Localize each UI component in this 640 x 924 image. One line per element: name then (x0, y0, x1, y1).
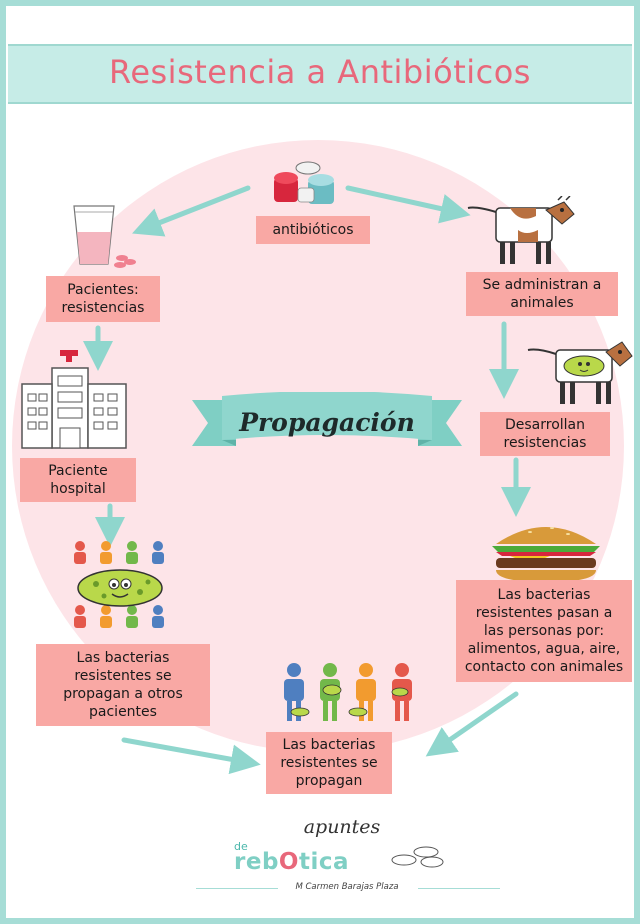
hamburger-icon (492, 527, 600, 582)
logo-tica: tica (298, 849, 350, 875)
node-pacientes-resistencias-label: Pacientes: resistencias (61, 282, 145, 316)
node-pacientes-resistencias: Pacientes: resistencias (46, 276, 160, 322)
logo-o: O (278, 849, 299, 875)
node-antibioticos-label: antibióticos (272, 222, 354, 238)
page-title: Resistencia a Antibióticos (109, 53, 531, 91)
logo-pills-icon (391, 846, 444, 868)
node-bacterias-propagan-pacientes: Las bacterias resistentes se propagan a … (36, 644, 210, 726)
logo-reb: reb (234, 849, 279, 875)
title-banner (8, 44, 632, 104)
node-paciente-hospital: Paciente hospital (20, 458, 136, 502)
logo-wordmark: rebOtica (234, 849, 349, 875)
people-icon (284, 663, 412, 721)
logo-apuntes: apuntes (303, 816, 381, 838)
node-bacterias-propagan-label: Las bacterias resistentes se propagan (280, 737, 378, 789)
node-bacterias-propagan: Las bacterias resistentes se propagan (266, 732, 392, 794)
arrow-antibioticos-to-animales (345, 185, 471, 224)
sick-cow-icon (527, 341, 633, 404)
node-bacterias-propagan-pacientes-label: Las bacterias resistentes se propagan a … (63, 650, 183, 720)
arrow-personas-to-final (425, 691, 519, 757)
node-bacterias-personas-label: Las bacterias resistentes pasan a las pe… (464, 587, 624, 675)
footer-rule-right (418, 888, 500, 889)
glass-icon (73, 205, 136, 268)
node-paciente-hospital-label: Paciente hospital (48, 463, 108, 497)
pills-icon (274, 161, 334, 204)
node-desarrollan-resistencias: Desarrollan resistencias (480, 412, 610, 456)
flow-arrows (83, 185, 531, 775)
author: M Carmen Barajas Plaza (295, 882, 399, 892)
arrow-antibioticos-to-pacientes (132, 185, 251, 237)
hospital-icon (21, 350, 127, 449)
center-label: Propagación (239, 408, 415, 437)
arrow-pacientes-to-final (121, 737, 261, 775)
logo-de: de (234, 840, 248, 853)
node-administran-animales-label: Se administran a animales (482, 277, 602, 311)
cow-icon (467, 196, 575, 264)
node-administran-animales: Se administran a animales (466, 272, 618, 316)
footer-rule-left (196, 888, 278, 889)
node-desarrollan-resistencias-label: Desarrollan resistencias (503, 417, 587, 451)
propagacion-ribbon (192, 392, 462, 446)
node-antibioticos: antibióticos (256, 216, 370, 244)
node-bacterias-personas: Las bacterias resistentes pasan a las pe… (456, 580, 632, 682)
people-bacteria-icon (74, 541, 164, 628)
